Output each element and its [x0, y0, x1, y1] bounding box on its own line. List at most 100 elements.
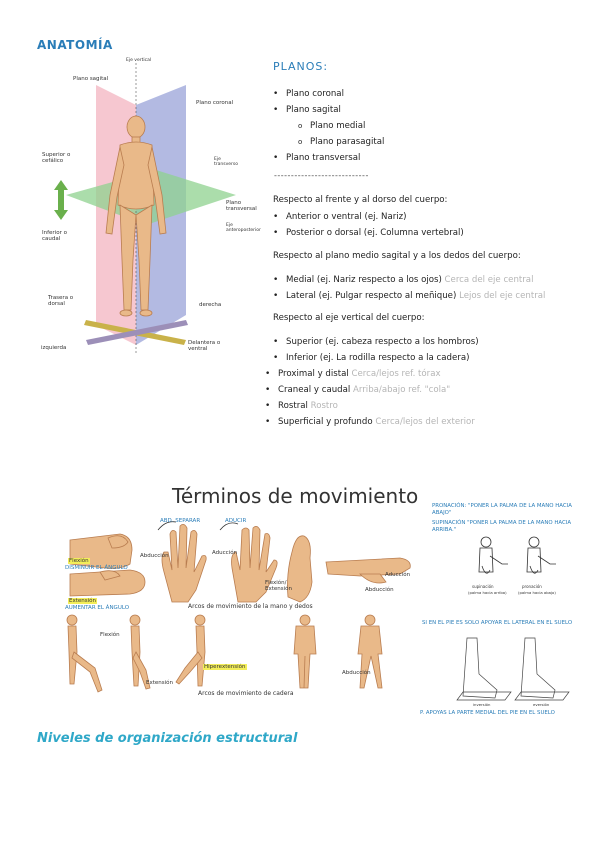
- anatomy-figure: Eje vertical Plano sagital Plano coronal…: [36, 55, 271, 360]
- label-abduccion-2: Abducción: [365, 587, 394, 593]
- list-item: Craneal y caudal Arriba/abajo ref. "cola…: [265, 382, 475, 398]
- label-superior: Superior o cefálico: [42, 152, 71, 164]
- item-note: Cerca/lejos del exterior: [375, 417, 475, 427]
- figure-abduction: [293, 614, 317, 689]
- list-item: Plano parasagital: [285, 134, 384, 150]
- item-text: Lateral (ej. Pulgar respecto al meñique): [286, 291, 460, 301]
- pronation-illustration: [462, 530, 564, 602]
- label-derecha: derecha: [199, 302, 222, 308]
- label-disminuir: DISMINUIR EL ÁNGULO: [65, 565, 128, 571]
- label-izquierda: izquierda: [41, 345, 67, 351]
- item-text: Craneal y caudal: [278, 385, 354, 395]
- label-aumentar: AUMENTAR EL ÁNGULO: [65, 605, 130, 611]
- frente-dorso-list: Anterior o ventral (ej. Nariz) Posterior…: [273, 209, 464, 241]
- eje-vertical-list-b: Proximal y distal Cerca/lejos ref. tórax…: [265, 366, 475, 430]
- niveles-title: Niveles de organización estructural: [37, 731, 298, 746]
- label-abduccion: Abducción: [140, 553, 169, 559]
- label-eje-transverso: Eje transverso: [214, 157, 238, 167]
- item-note: Rostro: [310, 401, 338, 411]
- list-item: Plano coronal: [273, 86, 384, 102]
- list-item: Lateral (ej. Pulgar respecto al meñique)…: [273, 288, 545, 304]
- label-inferior: Inferior o caudal: [42, 230, 67, 242]
- figure-extension: [129, 614, 151, 690]
- label-aduccion-2: Aducción: [385, 572, 411, 578]
- hip-caption: Arcos de movimiento de cadera: [198, 690, 294, 697]
- eje-vertical-heading: Respecto al eje vertical del cuerpo:: [273, 313, 425, 323]
- label-plano-coronal: Plano coronal: [196, 100, 234, 106]
- list-item: Medial (ej. Nariz respecto a los ojos) C…: [273, 272, 545, 288]
- label-pronacion: pronación: [522, 584, 542, 589]
- planos-title: PLANOS:: [273, 60, 329, 73]
- list-item: Anterior o ventral (ej. Nariz): [273, 209, 464, 225]
- list-item: Plano transversal: [273, 150, 384, 166]
- pronation-figure: supinación (palma hacia arriba) pronació…: [462, 530, 564, 602]
- hand-abduction: [161, 524, 207, 603]
- item-text: Medial (ej. Nariz respecto a los ojos): [286, 275, 445, 285]
- figure-hyperextension: [175, 614, 206, 687]
- pronacion-caption: PRONACIÓN: "PONER LA PALMA DE LA MANO HA…: [432, 503, 572, 516]
- figure-adduction: [357, 614, 383, 689]
- movement-title: Términos de movimiento: [172, 484, 419, 508]
- page-title: ANATOMÍA: [37, 38, 113, 52]
- item-text: Proximal y distal: [278, 369, 352, 379]
- item-text: Superior (ej. cabeza respecto a los homb…: [286, 337, 479, 347]
- label-pronacion-sub: (palma hacia abajo): [518, 590, 556, 595]
- label-supinacion: supinación: [472, 584, 494, 589]
- human-figure: [105, 115, 167, 317]
- item-text: Superficial y profundo: [278, 417, 376, 427]
- label-trasera: Trasera o dorsal: [48, 295, 74, 307]
- label-flex-ext: Flexión/ Extensión: [265, 580, 293, 592]
- foot-figure: inversión eversión: [455, 630, 573, 708]
- list-item: Plano medial: [285, 118, 384, 134]
- plano-medio-list: Medial (ej. Nariz respecto a los ojos) C…: [273, 272, 545, 304]
- label-delantera: Delantera o ventral: [188, 340, 221, 352]
- label-aduccion: Aducción: [212, 550, 238, 556]
- label-inversion: inversión: [473, 702, 491, 707]
- item-note: Cerca/lejos ref. tórax: [351, 369, 441, 379]
- planos-list: Plano coronal Plano sagital Plano medial…: [273, 86, 384, 166]
- hand-flat: [325, 557, 411, 584]
- anatomical-planes-illustration: [54, 63, 236, 355]
- label-leg-extension: Extensión: [146, 680, 174, 686]
- list-item: Superficial y profundo Cerca/lejos del e…: [265, 414, 475, 430]
- label-eje-vertical: Eje vertical: [126, 58, 152, 63]
- foot-bottom-caption: P. APOYAS LA PARTE MEDIAL DEL PIE EN EL …: [420, 710, 555, 716]
- frente-dorso-heading: Respecto al frente y al dorso del cuerpo…: [273, 195, 448, 205]
- fist-extension: [69, 569, 146, 597]
- label-aducir: ADUCIR: [225, 518, 247, 524]
- foot-illustration: [456, 637, 570, 701]
- supinacion-caption: SUPINACIÓN "PONER LA PALMA DE LA MANO HA…: [432, 520, 572, 533]
- item-note: Arriba/abajo ref. "cola": [353, 385, 451, 395]
- item-note: Cerca del eje central: [444, 275, 534, 285]
- label-plano-sagital: Plano sagital: [73, 76, 109, 82]
- label-flexion: Flexión: [68, 558, 90, 564]
- label-plano-transversal: Plano transversal: [226, 200, 257, 212]
- separator: ----------------------------: [274, 171, 369, 180]
- item-text: Rostral: [278, 401, 311, 411]
- label-leg-hyperextension: Hiperextensión: [203, 664, 247, 670]
- plano-medio-heading: Respecto al plano medio sagital y a los …: [273, 251, 521, 261]
- eje-vertical-list-a: Superior (ej. cabeza respecto a los homb…: [273, 334, 479, 366]
- item-text: Inferior (ej. La rodilla respecto a la c…: [286, 353, 470, 363]
- label-supinacion-sub: (palma hacia arriba): [468, 590, 507, 595]
- label-leg-abduccion: Abducción: [342, 670, 371, 676]
- list-item: Plano sagital: [273, 102, 384, 118]
- label-abd-separar: ABD. SEPARAR: [160, 518, 201, 524]
- hand-adduction: [231, 526, 278, 603]
- hand-caption: Arcos de movimiento de la mano y dedos: [188, 603, 313, 610]
- label-eje-anteroposterior: Eje anteroposterior: [226, 223, 261, 233]
- hand-movements-illustration: [69, 521, 411, 603]
- hip-movements-figure: Flexión Extensión Hiperextensión Abducci…: [60, 612, 415, 702]
- hand-movements-figure: ABD. SEPARAR ADUCIR Abducción Aducción F…: [60, 512, 415, 612]
- thumb-flexion: [287, 535, 313, 603]
- foot-top-caption: SI EN EL PIE ES SOLO APOYAR EL LATERAL E…: [422, 620, 573, 626]
- list-item: Inferior (ej. La rodilla respecto a la c…: [273, 350, 479, 366]
- label-eversion: eversión: [533, 702, 550, 707]
- list-item: Superior (ej. cabeza respecto a los homb…: [273, 334, 479, 350]
- list-item: Posterior o dorsal (ej. Columna vertebra…: [273, 225, 464, 241]
- label-leg-flexion: Flexión: [100, 632, 120, 638]
- figure-flexion: [66, 614, 103, 693]
- list-item: Proximal y distal Cerca/lejos ref. tórax: [265, 366, 475, 382]
- list-item: Rostral Rostro: [265, 398, 475, 414]
- label-extension: Extensión: [68, 598, 98, 604]
